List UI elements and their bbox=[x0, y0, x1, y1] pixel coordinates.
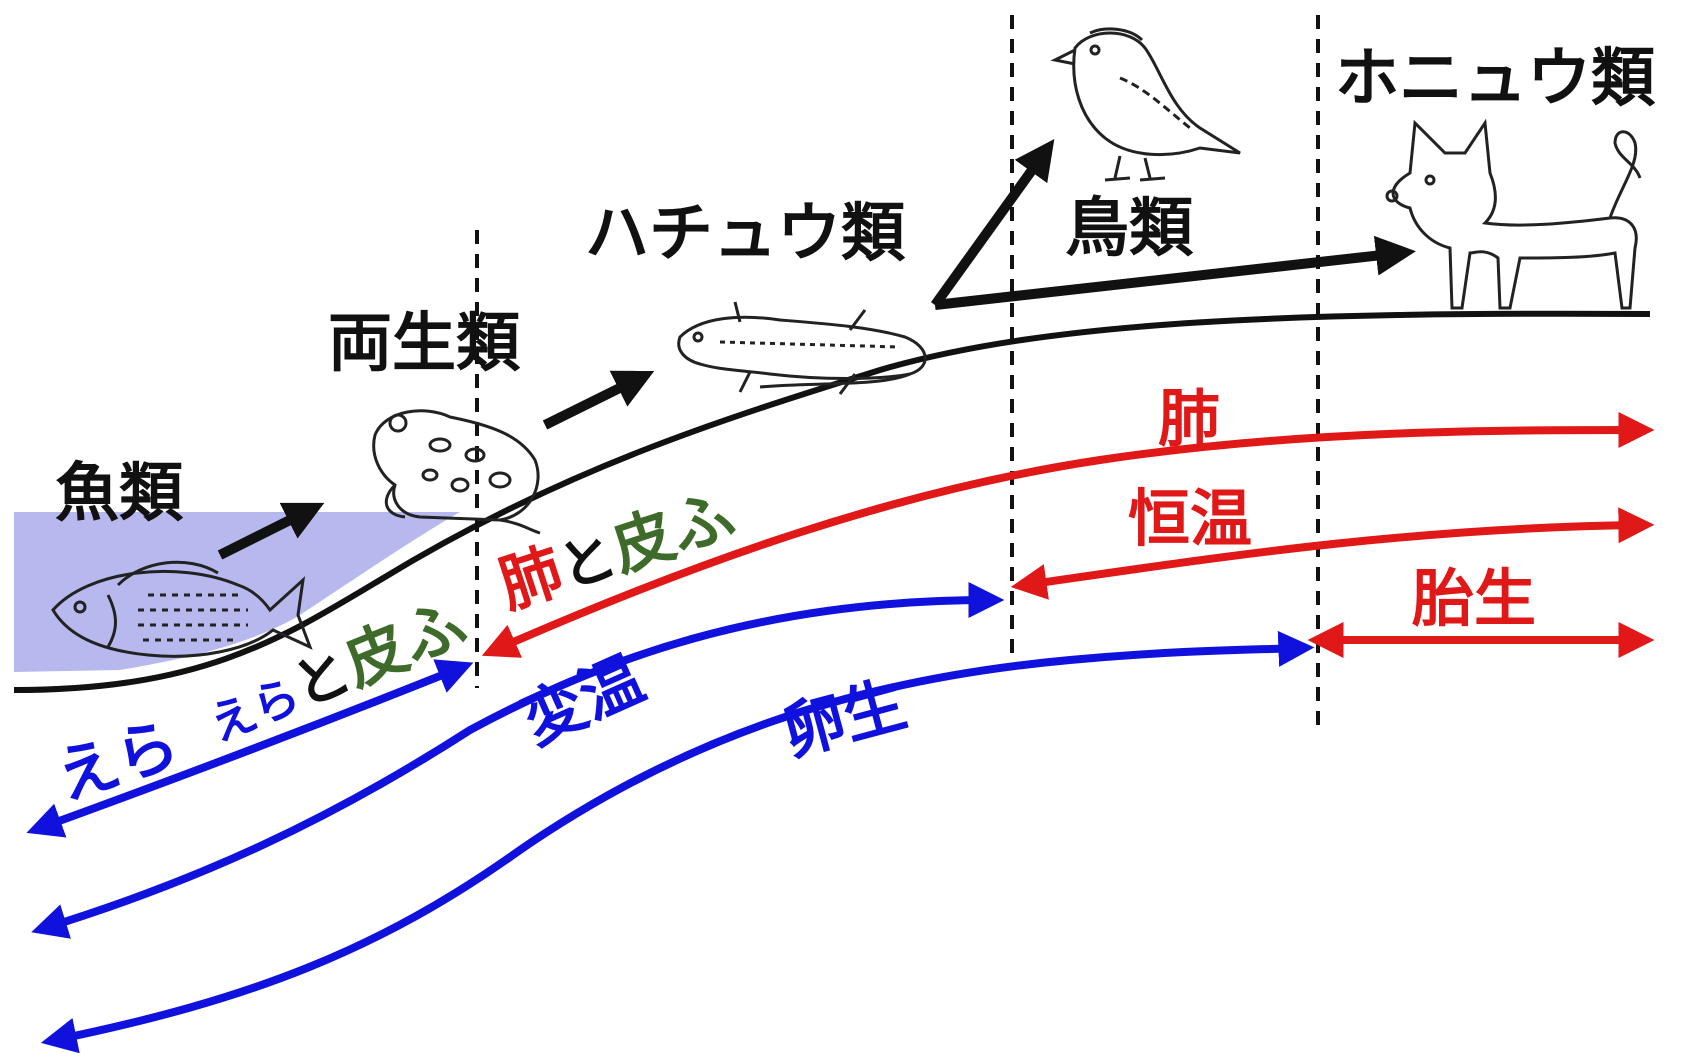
fish-illustration bbox=[51, 560, 313, 658]
label-fish: 魚類 bbox=[55, 457, 184, 531]
frog-illustration bbox=[372, 409, 541, 535]
dog-illustration bbox=[1385, 118, 1642, 310]
label-amphibian: 両生類 bbox=[328, 307, 521, 381]
label-oviparous-group: 卵生 bbox=[775, 667, 914, 770]
label-lungs: 肺 bbox=[1158, 382, 1220, 455]
label-reptile: ハチュウ類 bbox=[585, 197, 906, 271]
label-viviparous: 胎生 bbox=[1412, 562, 1536, 635]
sparrow-illustration bbox=[1050, 27, 1241, 182]
label-oviparous: 卵生 bbox=[775, 667, 914, 770]
arrow-amphibian-to-reptile bbox=[542, 370, 655, 430]
label-bird: 鳥類 bbox=[1065, 192, 1194, 266]
arrow-lungs bbox=[481, 412, 1655, 658]
label-gills-group: えら bbox=[47, 707, 188, 815]
label-gills: えら bbox=[47, 707, 188, 815]
arrow-fish-to-amphibian bbox=[217, 502, 325, 560]
label-gills-and-skin-skin: 皮ふ bbox=[333, 586, 475, 700]
label-mammal: ホニュウ類 bbox=[1335, 42, 1656, 116]
arrow-reptile-to-bird bbox=[930, 139, 1055, 308]
label-homeothermic: 恒温 bbox=[1128, 482, 1252, 555]
arrow-reptile-to-mammal bbox=[934, 235, 1416, 310]
arrow-oviparous bbox=[40, 630, 1315, 1054]
arrow-homeothermic bbox=[1010, 507, 1655, 600]
lizard-illustration bbox=[677, 301, 927, 395]
label-lungs-and-skin-skin: 皮ふ bbox=[602, 478, 743, 586]
